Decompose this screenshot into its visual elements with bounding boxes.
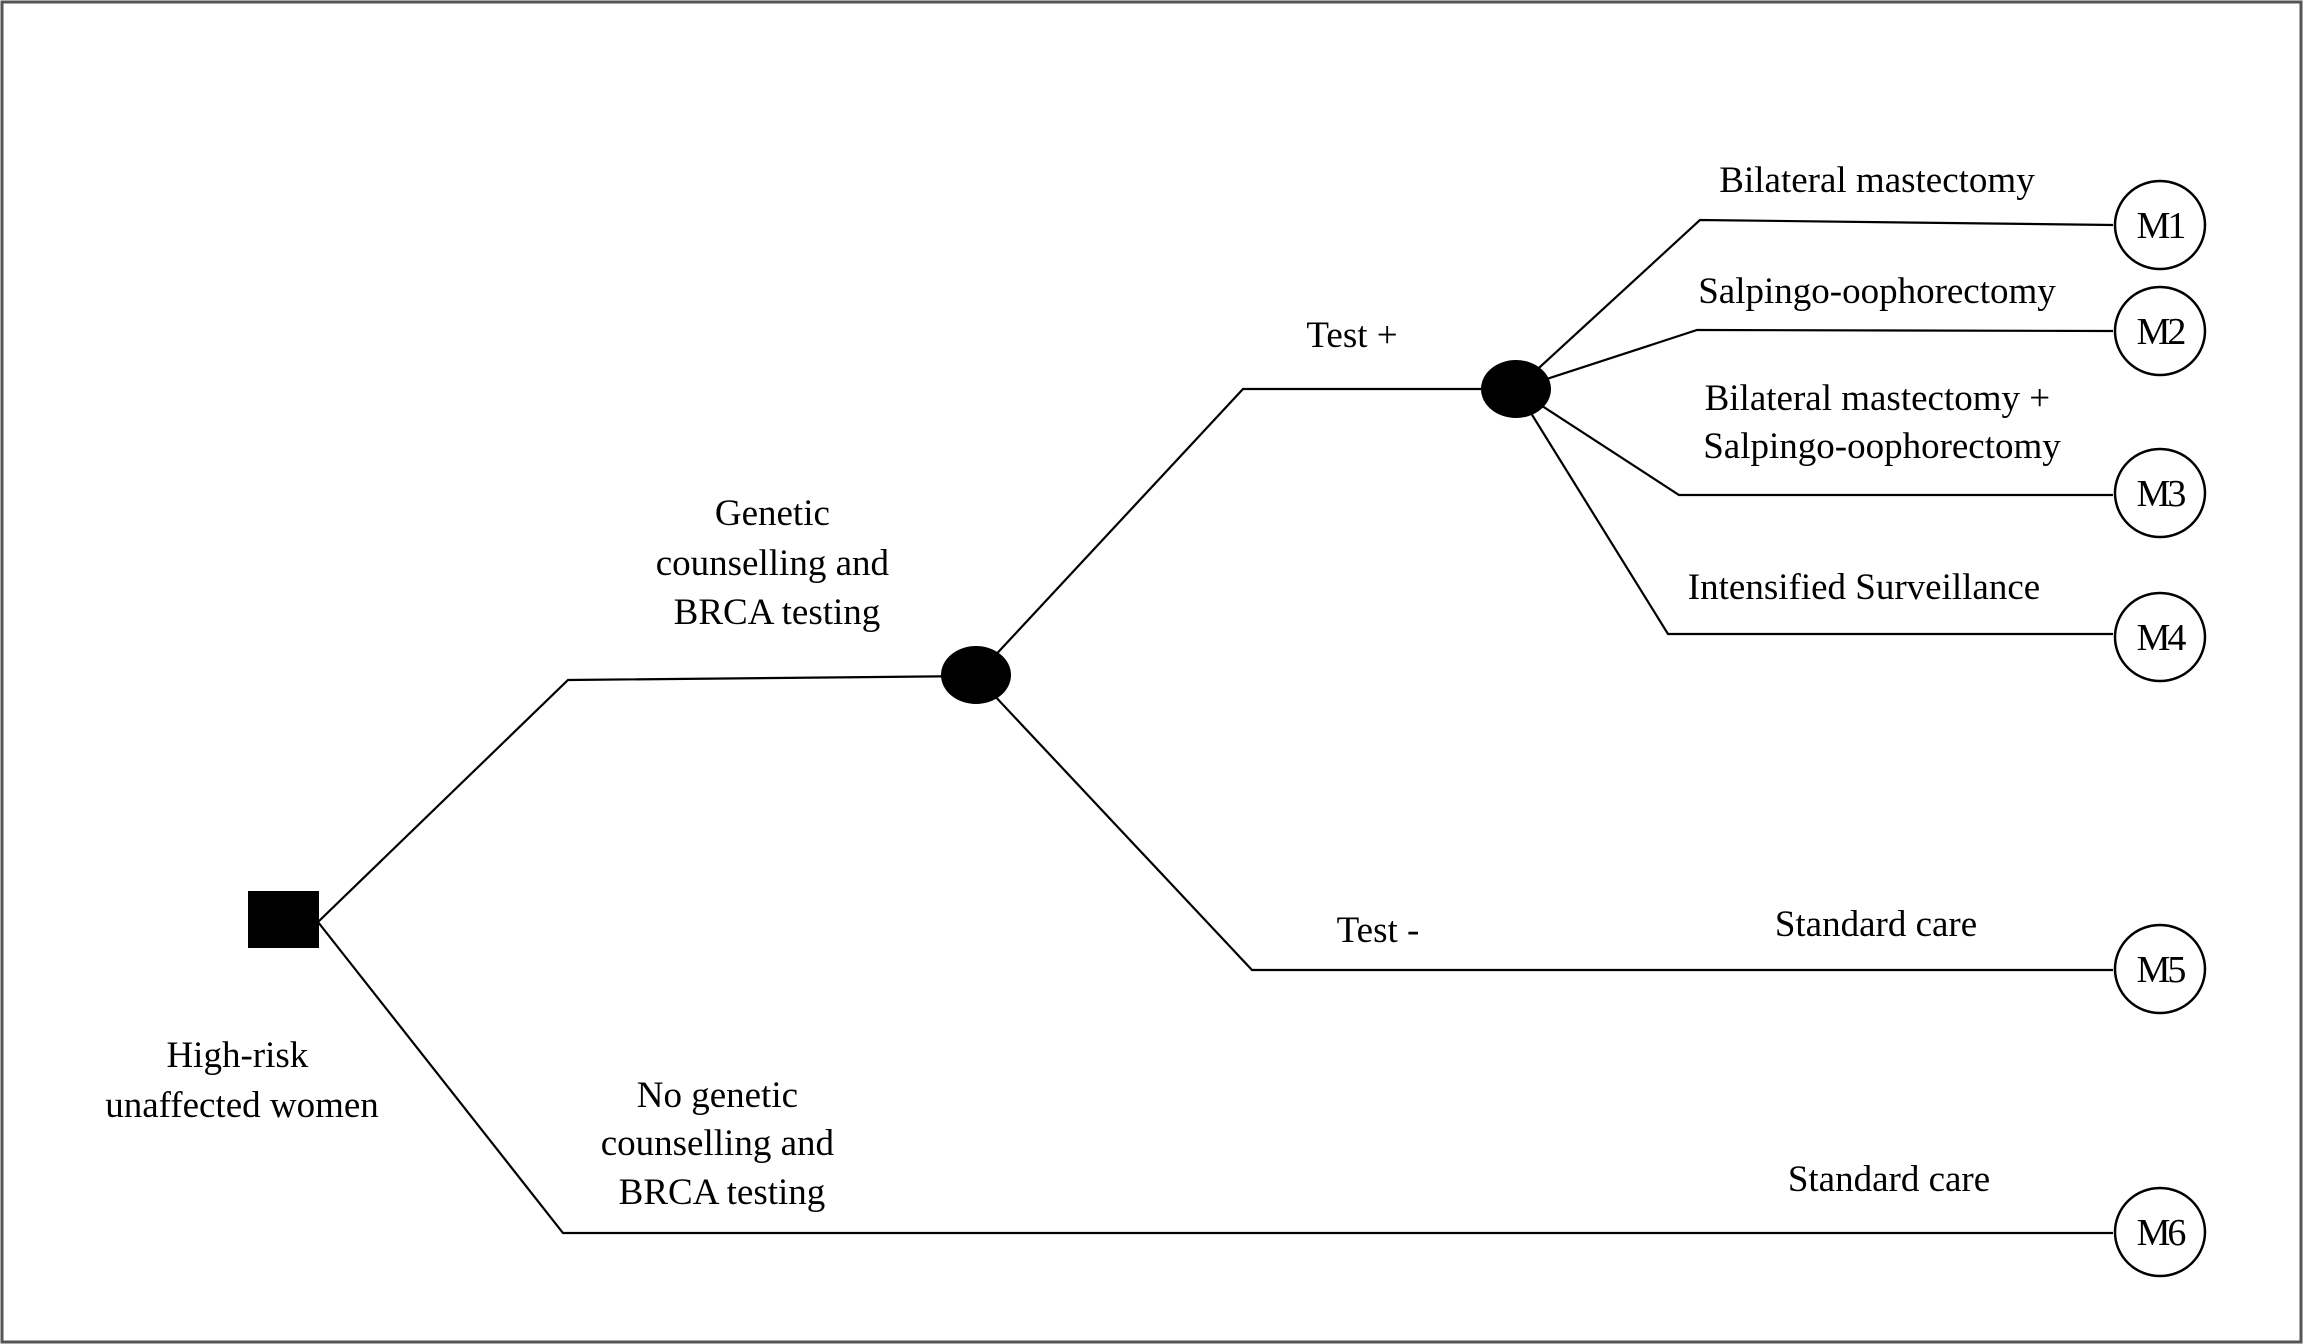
terminal-node-m5: M5: [2113, 923, 2207, 1015]
edge-root-to-genetic: [317, 674, 977, 923]
edge-test-positive-to-m1: [1515, 218, 2114, 390]
chance-node-testing: [941, 646, 1011, 704]
option-label-standard-care-test-negative: Standard care: [1775, 904, 1977, 945]
edge-genetic-to-test-positive: [975, 387, 1516, 677]
terminal-node-m4: M4: [2113, 591, 2207, 683]
terminal-label-m1: M1: [2137, 205, 2185, 247]
branch-label-line: BRCA testing: [674, 592, 881, 633]
terminal-label-m5: M5: [2137, 949, 2186, 991]
root-label: High-risk unaffected women: [105, 1035, 379, 1126]
terminal-node-m3: M3: [2113, 447, 2207, 539]
option-label-line: Standard care: [1788, 1159, 1990, 1200]
branch-label-line: counselling and: [601, 1123, 835, 1164]
decision-node: [248, 891, 319, 948]
terminal-label-m4: M4: [2137, 617, 2187, 659]
branch-label-line: BRCA testing: [619, 1172, 826, 1213]
option-label-salpingo-oophorectomy: Salpingo-oophorectomy: [1698, 271, 2056, 312]
branch-label-test-positive: Test +: [1306, 315, 1397, 356]
option-label-line: Salpingo-oophorectomy: [1698, 271, 2056, 312]
branch-label-no-genetic-testing: No genetic counselling and BRCA testing: [601, 1075, 844, 1213]
terminal-label-m3: M3: [2137, 473, 2186, 515]
option-label-line: Salpingo-oophorectomy: [1703, 426, 2061, 467]
edge-root-to-no-genetic: [317, 921, 2113, 1235]
option-label-bilateral-mastectomy: Bilateral mastectomy: [1719, 160, 2035, 201]
branch-label-line: counselling and: [656, 543, 890, 584]
branch-label-genetic-testing: Genetic counselling and BRCA testing: [656, 493, 899, 633]
branch-label-line: No genetic: [637, 1075, 798, 1116]
terminal-label-m6: M6: [2137, 1212, 2186, 1254]
option-label-line: Bilateral mastectomy: [1719, 160, 2035, 201]
edge-test-positive-to-m2: [1515, 328, 2114, 391]
terminal-node-m6: M6: [2113, 1186, 2207, 1278]
edge-test-positive-to-m4: [1515, 388, 2113, 636]
terminal-label-m2: M2: [2137, 311, 2185, 353]
edge-genetic-to-test-negative: [975, 675, 2113, 972]
root-label-line: High-risk: [166, 1035, 308, 1076]
option-label-line: Intensified Surveillance: [1688, 567, 2040, 608]
root-label-line: unaffected women: [105, 1085, 379, 1126]
option-label-line: Bilateral mastectomy +: [1705, 378, 2051, 419]
chance-node-test-positive: [1481, 360, 1551, 418]
option-label-intensified-surveillance: Intensified Surveillance: [1688, 567, 2040, 608]
option-label-standard-care-no-testing: Standard care: [1788, 1159, 1990, 1200]
terminal-node-m2: M2: [2113, 285, 2207, 377]
option-label-line: Standard care: [1775, 904, 1977, 945]
branch-label-line: Genetic: [715, 493, 830, 534]
terminal-node-m1: M1: [2113, 179, 2207, 271]
edge-test-positive-to-m3: [1515, 388, 2113, 497]
branch-label-test-negative: Test -: [1337, 910, 1420, 951]
option-label-combined-surgery: Bilateral mastectomy + Salpingo-oophorec…: [1703, 378, 2061, 467]
